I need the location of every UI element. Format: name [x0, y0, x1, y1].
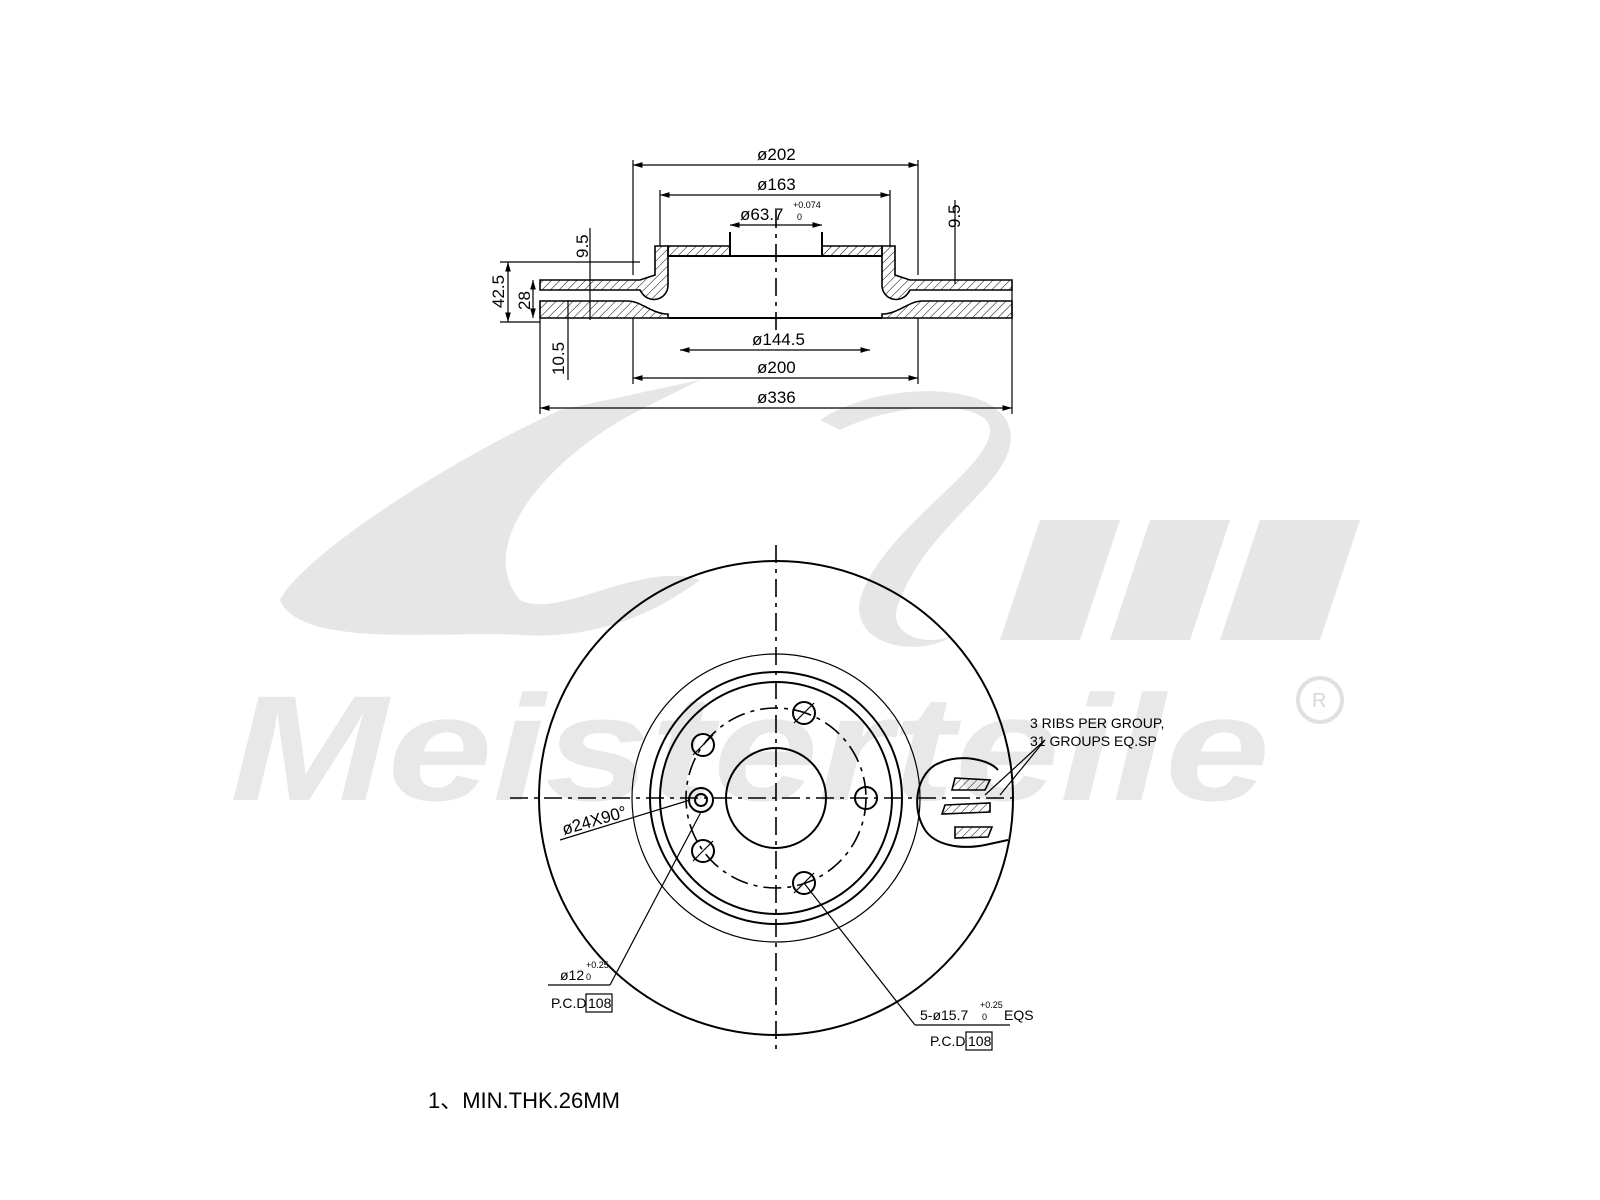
hat-top-right	[821, 245, 883, 257]
rib-2	[940, 802, 991, 815]
min-thickness-note: 1、MIN.THK.26MM	[428, 1088, 620, 1113]
hole12-label: ø12	[560, 967, 584, 983]
watermark-registered-icon	[1296, 676, 1344, 724]
hole12-tol-upper: +0.25	[586, 960, 609, 970]
dim-28: 28	[515, 291, 534, 310]
watermark-swash-z	[820, 391, 1011, 647]
rib-leader-2	[984, 739, 1046, 796]
bolt-hole-1	[854, 786, 878, 810]
dim-d200: ø200	[757, 358, 796, 377]
pilot-leader	[559, 799, 691, 841]
locating-hole-inner	[694, 793, 708, 807]
pcd-left-value: 108	[588, 995, 612, 1011]
bolt-leader	[803, 882, 916, 1026]
pcd-right-value: 108	[968, 1033, 992, 1049]
rib-leader	[999, 739, 1046, 796]
dim-d63-7-tol-upper: +0.074	[793, 200, 821, 210]
watermark-registered-letter: R	[1312, 690, 1326, 712]
pcd-left-label: P.C.D	[551, 995, 587, 1011]
dim-d202: ø202	[757, 145, 796, 164]
brand-watermark: Meisterteile R	[230, 380, 1360, 832]
bolt-hole-3	[691, 733, 715, 757]
bolt-holes	[691, 701, 878, 895]
rib-breakout-outline	[916, 757, 1009, 848]
bolt-tol-lower: 0	[982, 1012, 987, 1022]
dim-d63-7-tol-lower: 0	[797, 212, 802, 222]
pcd-right-label: P.C.D	[930, 1033, 966, 1049]
watermark-text: Meisterteile	[230, 664, 1270, 832]
rib-3	[954, 826, 994, 839]
hole12-leader	[609, 811, 702, 986]
dim-d163: ø163	[757, 175, 796, 194]
right-lower-plate	[881, 300, 1013, 319]
bolt-hole-4	[691, 839, 715, 863]
hole12-tol-lower: 0	[586, 972, 591, 982]
rib-1	[950, 777, 992, 791]
dim-d336: ø336	[757, 388, 796, 407]
rib-note-line1: 3 RIBS PER GROUP,	[1030, 715, 1164, 731]
left-upper-plate	[539, 245, 669, 301]
bolt-suffix: EQS	[1004, 1007, 1034, 1023]
dim-9-5-right: 9.5	[945, 204, 964, 228]
watermark-swash-a	[280, 380, 700, 636]
bolt-hole-2-cross	[793, 702, 815, 724]
dim-d144-5: ø144.5	[752, 330, 805, 349]
bolt-hole-4-cross	[692, 840, 714, 862]
left-lower-plate	[539, 300, 669, 319]
pcd-right-box	[965, 1031, 993, 1051]
dim-42-5: 42.5	[489, 275, 508, 308]
pcd-left-box	[585, 993, 613, 1013]
bolt-hole-5	[792, 871, 816, 895]
section-view: ø202 ø163 ø63.7 +0.074 0 9.5 9.5 42.5 28…	[489, 145, 1013, 414]
watermark-bar-3	[1220, 520, 1360, 640]
dim-10-5: 10.5	[549, 342, 568, 375]
dim-d63-7: ø63.7	[740, 205, 783, 224]
bolt-hole-2	[792, 701, 816, 725]
dim-9-5-left: 9.5	[573, 234, 592, 258]
rib-note-line2: 31 GROUPS EQ.SP	[1030, 733, 1157, 749]
right-upper-plate	[881, 245, 1013, 301]
hat-top-left	[667, 245, 731, 257]
bolt-hole-3-cross	[692, 734, 714, 756]
bolt-holes-label: 5-ø15.7	[920, 1007, 968, 1023]
watermark-bar-1	[1000, 520, 1120, 640]
bolt-tol-upper: +0.25	[980, 1000, 1003, 1010]
watermark-bar-2	[1110, 520, 1230, 640]
